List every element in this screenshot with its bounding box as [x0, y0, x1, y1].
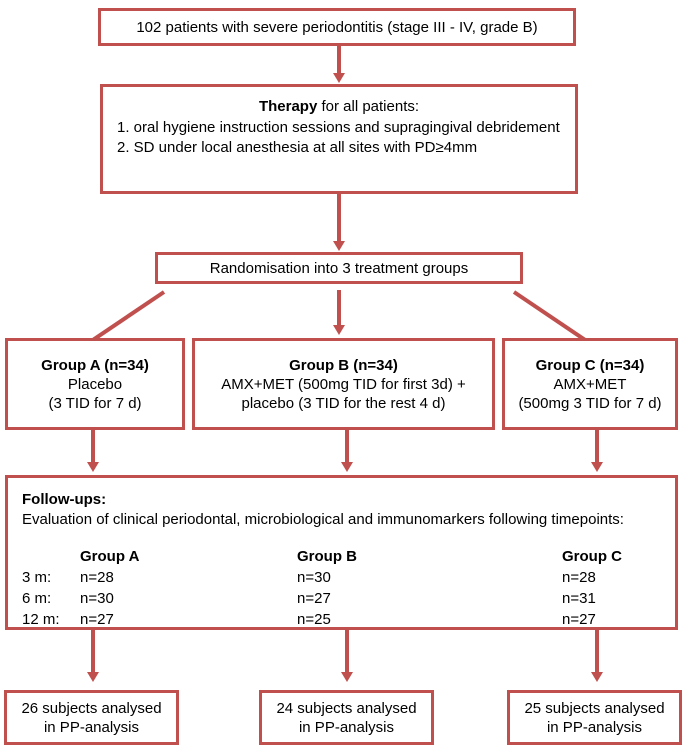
group-a-box: Group A (n=34) Placebo (3 TID for 7 d) — [5, 338, 185, 430]
group-c-box: Group C (n=34) AMX+MET (500mg 3 TID for … — [502, 338, 678, 430]
group-a-line-1: Placebo — [67, 375, 123, 393]
followups-12m-group-c: n=27 — [562, 611, 596, 628]
group-a-title: Group A (n=34) — [41, 356, 149, 374]
followups-header-group-a: Group A — [80, 548, 140, 565]
arrow-group-a-to-followups — [91, 430, 95, 463]
followups-12m-group-a: n=27 — [80, 611, 114, 628]
analysis-a-box: 26 subjects analysed in PP-analysis — [4, 690, 179, 745]
enrollment-text: 102 patients with severe periodontitis (… — [136, 18, 538, 36]
analysis-c-line-1: 25 subjects analysed — [524, 699, 665, 717]
analysis-b-line-1: 24 subjects analysed — [276, 699, 417, 717]
analysis-a-line-1: 26 subjects analysed — [21, 699, 162, 717]
group-b-box: Group B (n=34) AMX+MET (500mg TID for fi… — [192, 338, 495, 430]
arrow-group-b-to-followups — [345, 430, 349, 463]
therapy-title-bold: Therapy — [258, 98, 318, 115]
therapy-item-2: 2. SD under local anesthesia at all site… — [117, 139, 478, 156]
arrow-followups-to-analysis-a — [91, 630, 95, 673]
analysis-c-box: 25 subjects analysed in PP-analysis — [507, 690, 682, 745]
followups-row-12m: 12 m: n=27 n=25 n=27 — [22, 609, 661, 630]
followups-timepoint-12m: 12 m: — [22, 611, 60, 628]
followups-6m-group-c: n=31 — [562, 590, 596, 607]
arrow-therapy-to-randomisation — [337, 194, 341, 242]
followups-3m-group-a: n=28 — [80, 569, 114, 586]
followups-6m-group-b: n=27 — [297, 590, 331, 607]
followups-timepoint-6m: 6 m: — [22, 590, 52, 607]
followups-header-group-b: Group B — [297, 548, 357, 565]
followups-12m-group-b: n=25 — [297, 611, 331, 628]
group-b-line-2: placebo (3 TID for the rest 4 d) — [241, 394, 446, 412]
followups-row-3m: 3 m: n=28 n=30 n=28 — [22, 567, 661, 588]
analysis-a-line-2: in PP-analysis — [43, 718, 140, 736]
followups-timepoint-3m: 3 m: — [22, 569, 52, 586]
group-a-line-2: (3 TID for 7 d) — [48, 394, 142, 412]
randomisation-text: Randomisation into 3 treatment groups — [209, 259, 469, 277]
arrow-randomisation-to-group-b — [337, 290, 341, 326]
therapy-title-rest: for all patients: — [317, 98, 420, 115]
randomisation-box: Randomisation into 3 treatment groups — [155, 252, 523, 284]
followups-6m-group-a: n=30 — [80, 590, 114, 607]
arrow-enrollment-to-therapy — [337, 46, 341, 74]
analysis-c-line-2: in PP-analysis — [546, 718, 643, 736]
arrow-followups-to-analysis-c — [595, 630, 599, 673]
followups-box: Follow-ups: Evaluation of clinical perio… — [5, 475, 678, 630]
therapy-box: Therapy for all patients: 1. oral hygien… — [100, 84, 578, 194]
arrow-followups-to-analysis-b — [345, 630, 349, 673]
enrollment-box: 102 patients with severe periodontitis (… — [98, 8, 576, 46]
arrow-group-c-to-followups — [595, 430, 599, 463]
followups-subtitle: Evaluation of clinical periodontal, micr… — [22, 511, 624, 528]
followups-row-6m: 6 m: n=30 n=27 n=31 — [22, 588, 661, 609]
group-c-title: Group C (n=34) — [535, 356, 645, 374]
group-c-line-2: (500mg 3 TID for 7 d) — [518, 394, 662, 412]
therapy-title: Therapy for all patients: — [117, 97, 561, 116]
followups-3m-group-b: n=30 — [297, 569, 331, 586]
followups-header-row: Group A Group B Group C — [22, 546, 661, 567]
group-b-line-1: AMX+MET (500mg TID for first 3d) + — [221, 375, 466, 393]
followups-3m-group-c: n=28 — [562, 569, 596, 586]
followups-table: Group A Group B Group C 3 m: n=28 n=30 n… — [22, 546, 661, 630]
followups-title: Follow-ups: — [22, 491, 107, 508]
followups-header-group-c: Group C — [562, 548, 622, 565]
group-b-title: Group B (n=34) — [289, 356, 398, 374]
therapy-item-1: 1. oral hygiene instruction sessions and… — [117, 119, 560, 136]
analysis-b-line-2: in PP-analysis — [298, 718, 395, 736]
group-c-line-1: AMX+MET — [553, 375, 627, 393]
analysis-b-box: 24 subjects analysed in PP-analysis — [259, 690, 434, 745]
